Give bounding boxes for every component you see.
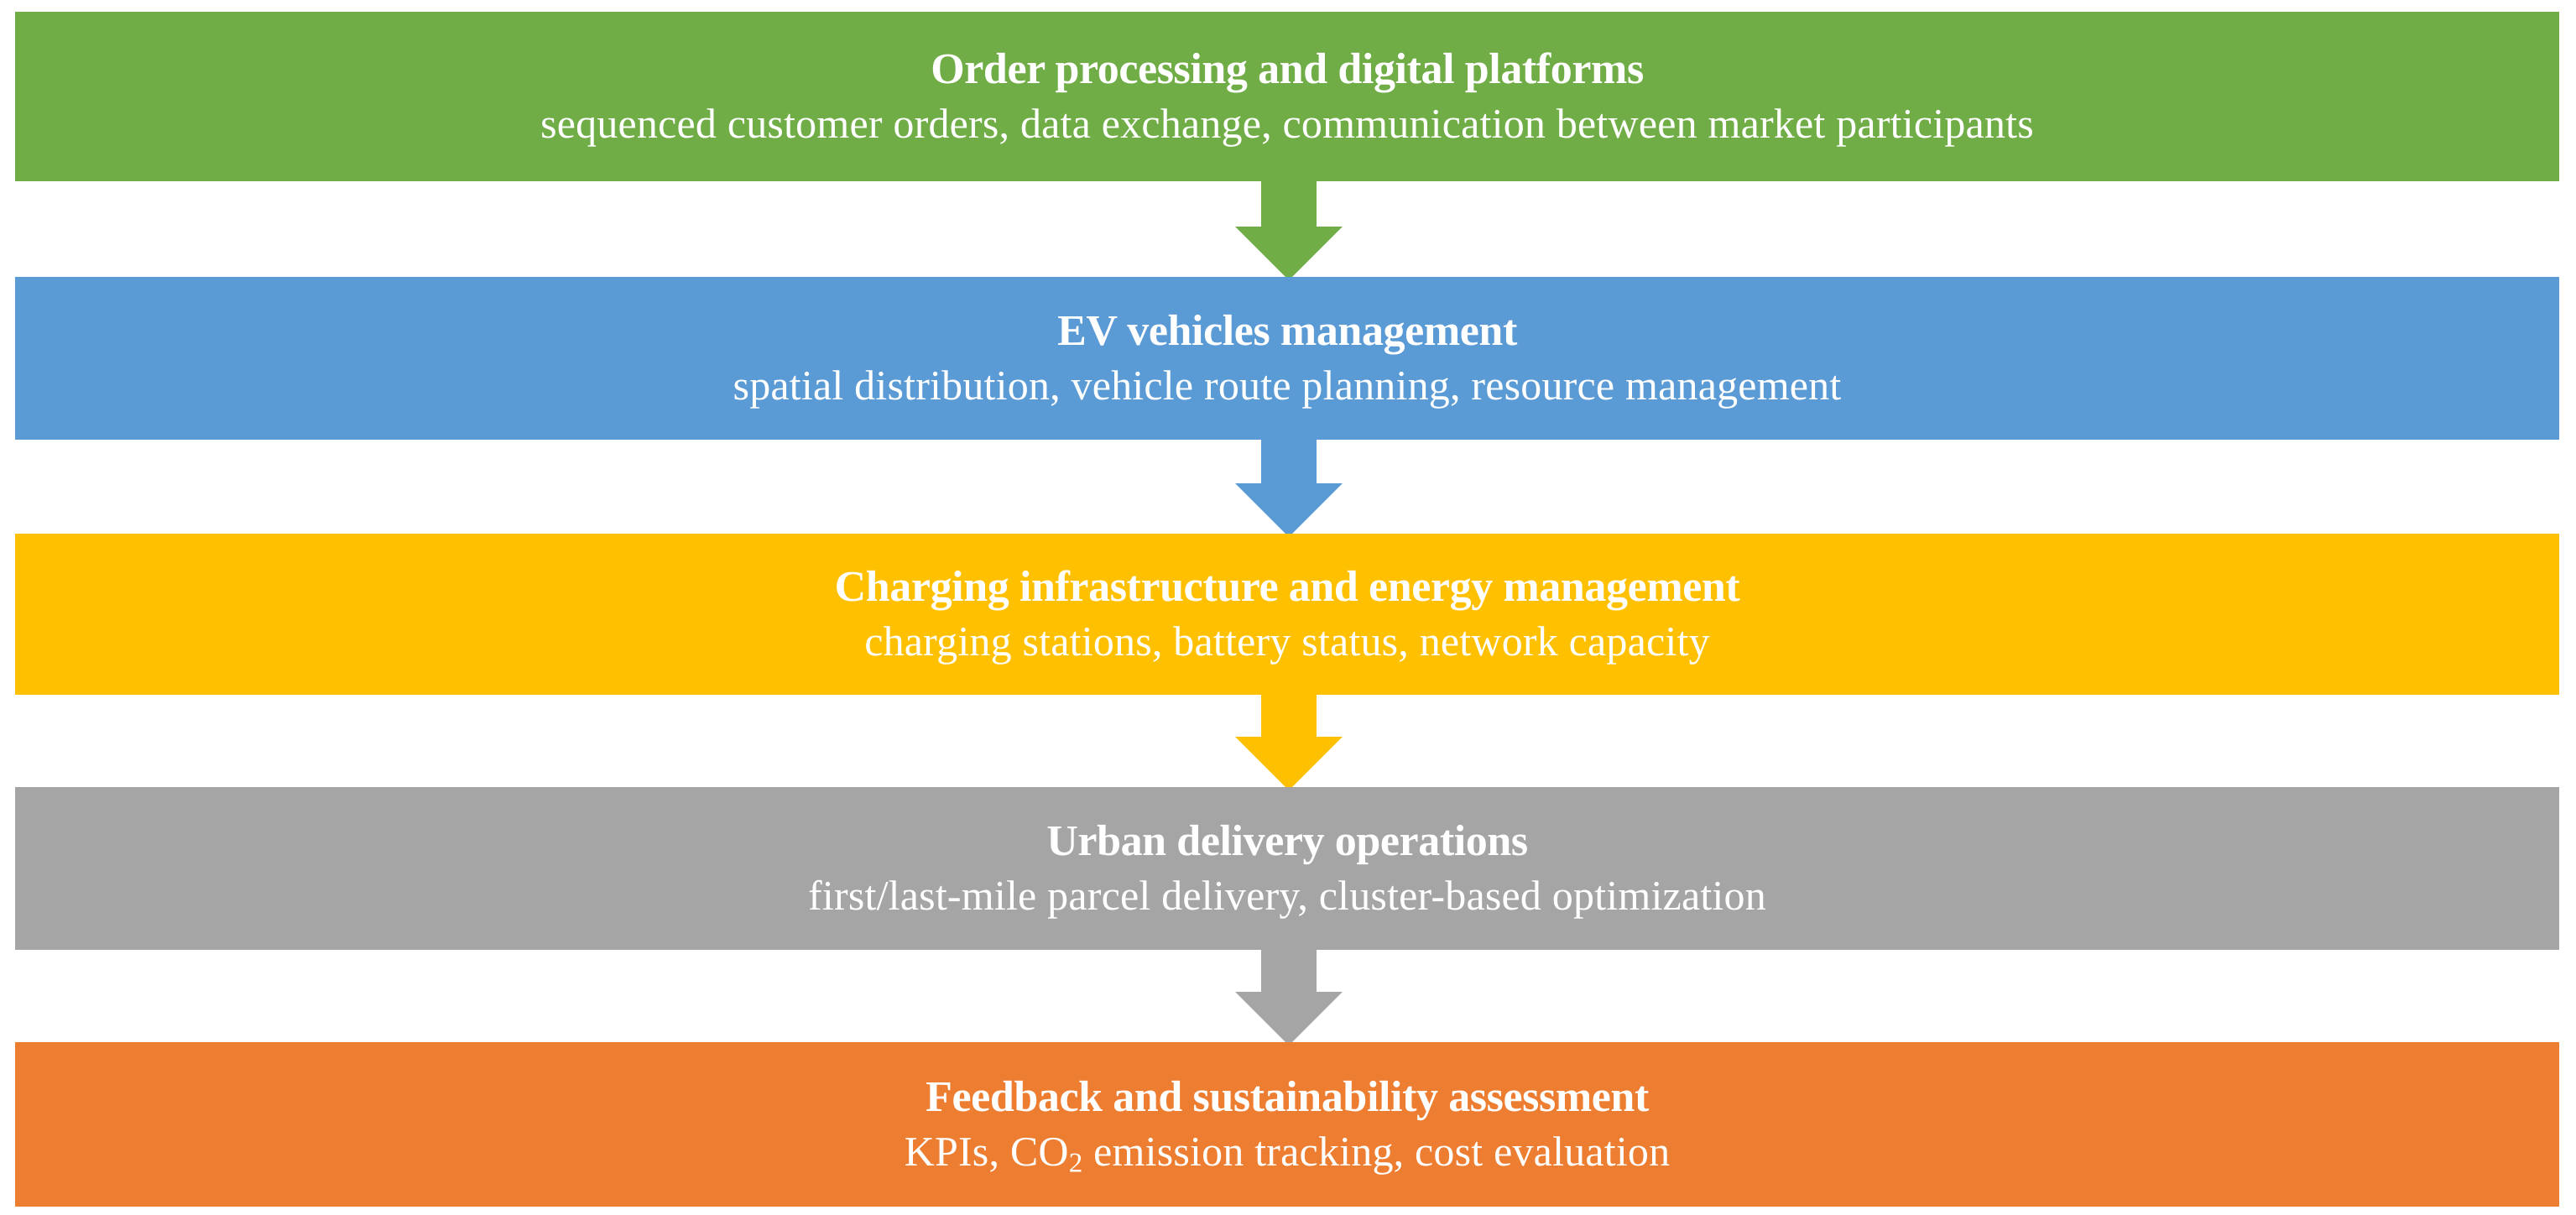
stage-charging-infrastructure: Charging infrastructure and energy manag…: [15, 534, 2559, 695]
stage-subtitle-feedback-sustainability-assessment: KPIs, CO2 emission tracking, cost evalua…: [904, 1127, 1671, 1178]
stage-urban-delivery-operations: Urban delivery operations first/last-mil…: [15, 787, 2559, 950]
stage-ev-vehicles-management: EV vehicles management spatial distribut…: [15, 277, 2559, 440]
stage-title-charging-infrastructure: Charging infrastructure and energy manag…: [834, 563, 1740, 612]
stage-title-order-processing: Order processing and digital platforms: [931, 45, 1644, 94]
down-arrow-icon-order-to-ev: [1235, 178, 1343, 280]
down-arrow-icon-urban-to-feedback: [1235, 946, 1343, 1046]
stage-subtitle-ev-vehicles-management: spatial distribution, vehicle route plan…: [733, 361, 1842, 409]
stage-title-feedback-sustainability-assessment: Feedback and sustainability assessment: [926, 1073, 1649, 1122]
stage-order-processing: Order processing and digital platforms s…: [15, 12, 2559, 181]
subscript-two: 2: [1068, 1147, 1083, 1178]
down-arrow-icon-ev-to-charging: [1235, 436, 1343, 537]
stage-subtitle-order-processing: sequenced customer orders, data exchange…: [540, 99, 2034, 147]
subtitle-prefix: KPIs, CO: [904, 1127, 1069, 1175]
stage-subtitle-urban-delivery-operations: first/last-mile parcel delivery, cluster…: [808, 871, 1766, 919]
subtitle-suffix: emission tracking, cost evaluation: [1082, 1127, 1671, 1175]
stage-feedback-sustainability-assessment: Feedback and sustainability assessment K…: [15, 1042, 2559, 1207]
stage-subtitle-charging-infrastructure: charging stations, battery status, netwo…: [864, 617, 1710, 665]
stage-title-urban-delivery-operations: Urban delivery operations: [1046, 817, 1528, 866]
stage-title-ev-vehicles-management: EV vehicles management: [1057, 307, 1517, 356]
down-arrow-icon-charging-to-urban: [1235, 691, 1343, 790]
